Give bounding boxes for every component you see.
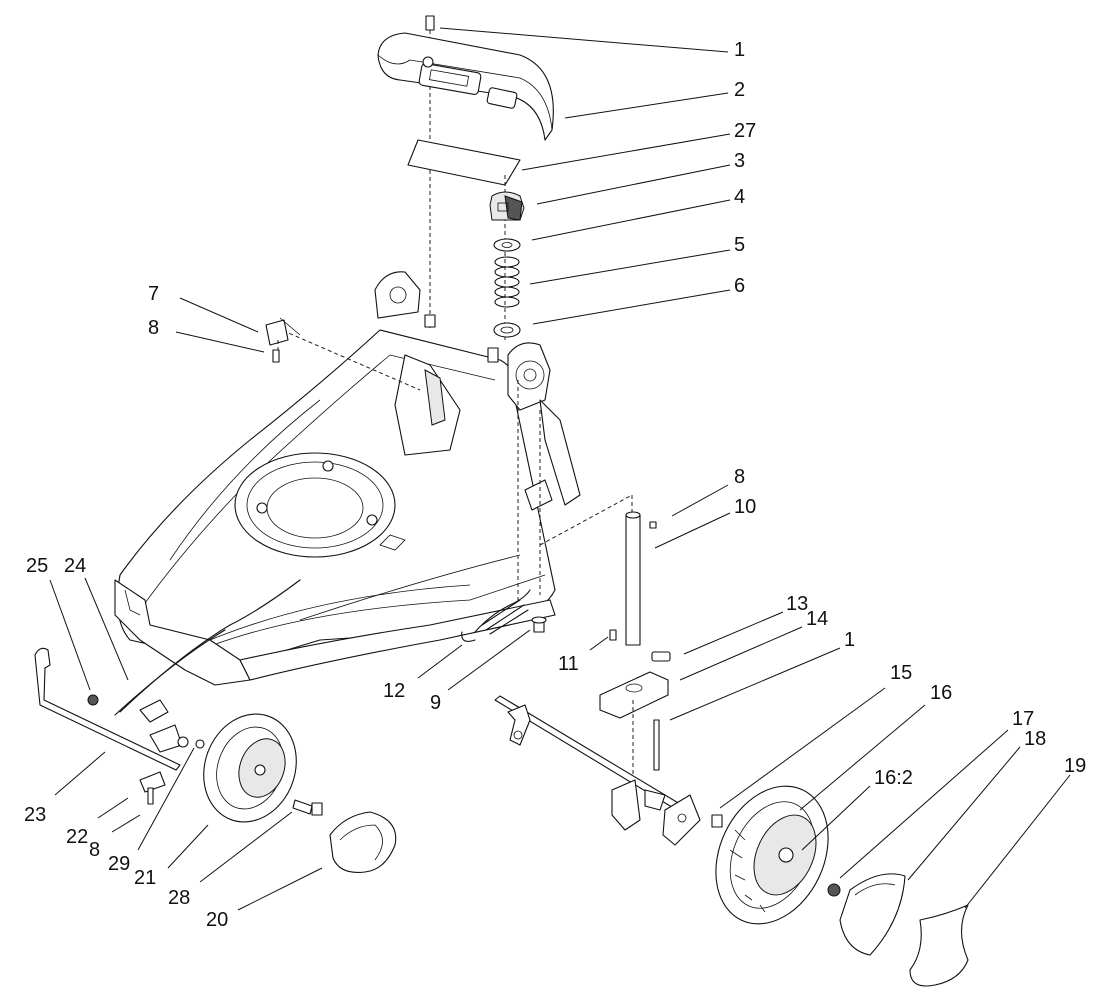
handle-cover	[377, 15, 554, 330]
tension-spring	[461, 589, 531, 642]
wheel-right	[715, 785, 829, 925]
screw	[531, 616, 547, 633]
callout-7: 7	[148, 283, 159, 305]
callout-16-2: 16:2	[874, 767, 913, 789]
callout-17: 17	[1012, 708, 1034, 730]
adjust-knob	[489, 175, 525, 340]
callout-4: 4	[734, 186, 745, 208]
hubcap-right	[839, 873, 906, 956]
callout-8: 8	[148, 317, 159, 339]
callout-15: 15	[890, 662, 912, 684]
height-post	[539, 494, 671, 662]
wheel-left	[203, 713, 297, 823]
wheel-decal	[909, 904, 969, 987]
slide-bracket	[599, 671, 669, 790]
callout-20: 20	[206, 909, 228, 931]
callout-1-bracket: 1	[844, 629, 855, 651]
callout-2: 2	[734, 79, 745, 101]
callout-6: 6	[734, 275, 745, 297]
callout-18: 18	[1024, 728, 1046, 750]
callout-25: 25	[26, 555, 48, 577]
decal	[407, 139, 521, 186]
callout-23: 23	[24, 804, 46, 826]
callout-3: 3	[734, 150, 745, 172]
wheel-bolt	[292, 799, 323, 816]
callout-labels: 1 2 27 3 4 5 6 7 8 8 10 13 14 1 11 12 9 …	[24, 39, 1086, 931]
nut	[827, 883, 841, 897]
leader-lines	[49, 27, 1071, 911]
clip	[265, 317, 301, 363]
axle-bracket	[139, 699, 205, 805]
callout-1: 1	[734, 39, 745, 61]
callout-13: 13	[786, 593, 808, 615]
callout-28: 28	[168, 887, 190, 909]
callout-22: 22	[66, 826, 88, 848]
callout-16: 16	[930, 682, 952, 704]
callout-29: 29	[108, 853, 130, 875]
callout-5: 5	[734, 234, 745, 256]
callout-9: 9	[430, 692, 441, 714]
callout-12: 12	[383, 680, 405, 702]
callout-19: 19	[1064, 755, 1086, 777]
callout-14: 14	[806, 608, 828, 630]
mower-deck	[114, 271, 581, 686]
callout-27: 27	[734, 120, 756, 142]
hubcap-left	[329, 811, 397, 873]
collar	[493, 322, 521, 338]
callout-8-post: 8	[734, 466, 745, 488]
spring	[494, 256, 520, 308]
callout-24: 24	[64, 555, 86, 577]
callout-8-axle: 8	[89, 839, 100, 861]
callout-11: 11	[558, 653, 579, 675]
callout-10: 10	[734, 496, 756, 518]
callout-21: 21	[134, 867, 156, 889]
washer	[493, 238, 521, 252]
rear-axle-rod	[34, 579, 301, 771]
front-axle	[494, 695, 723, 846]
